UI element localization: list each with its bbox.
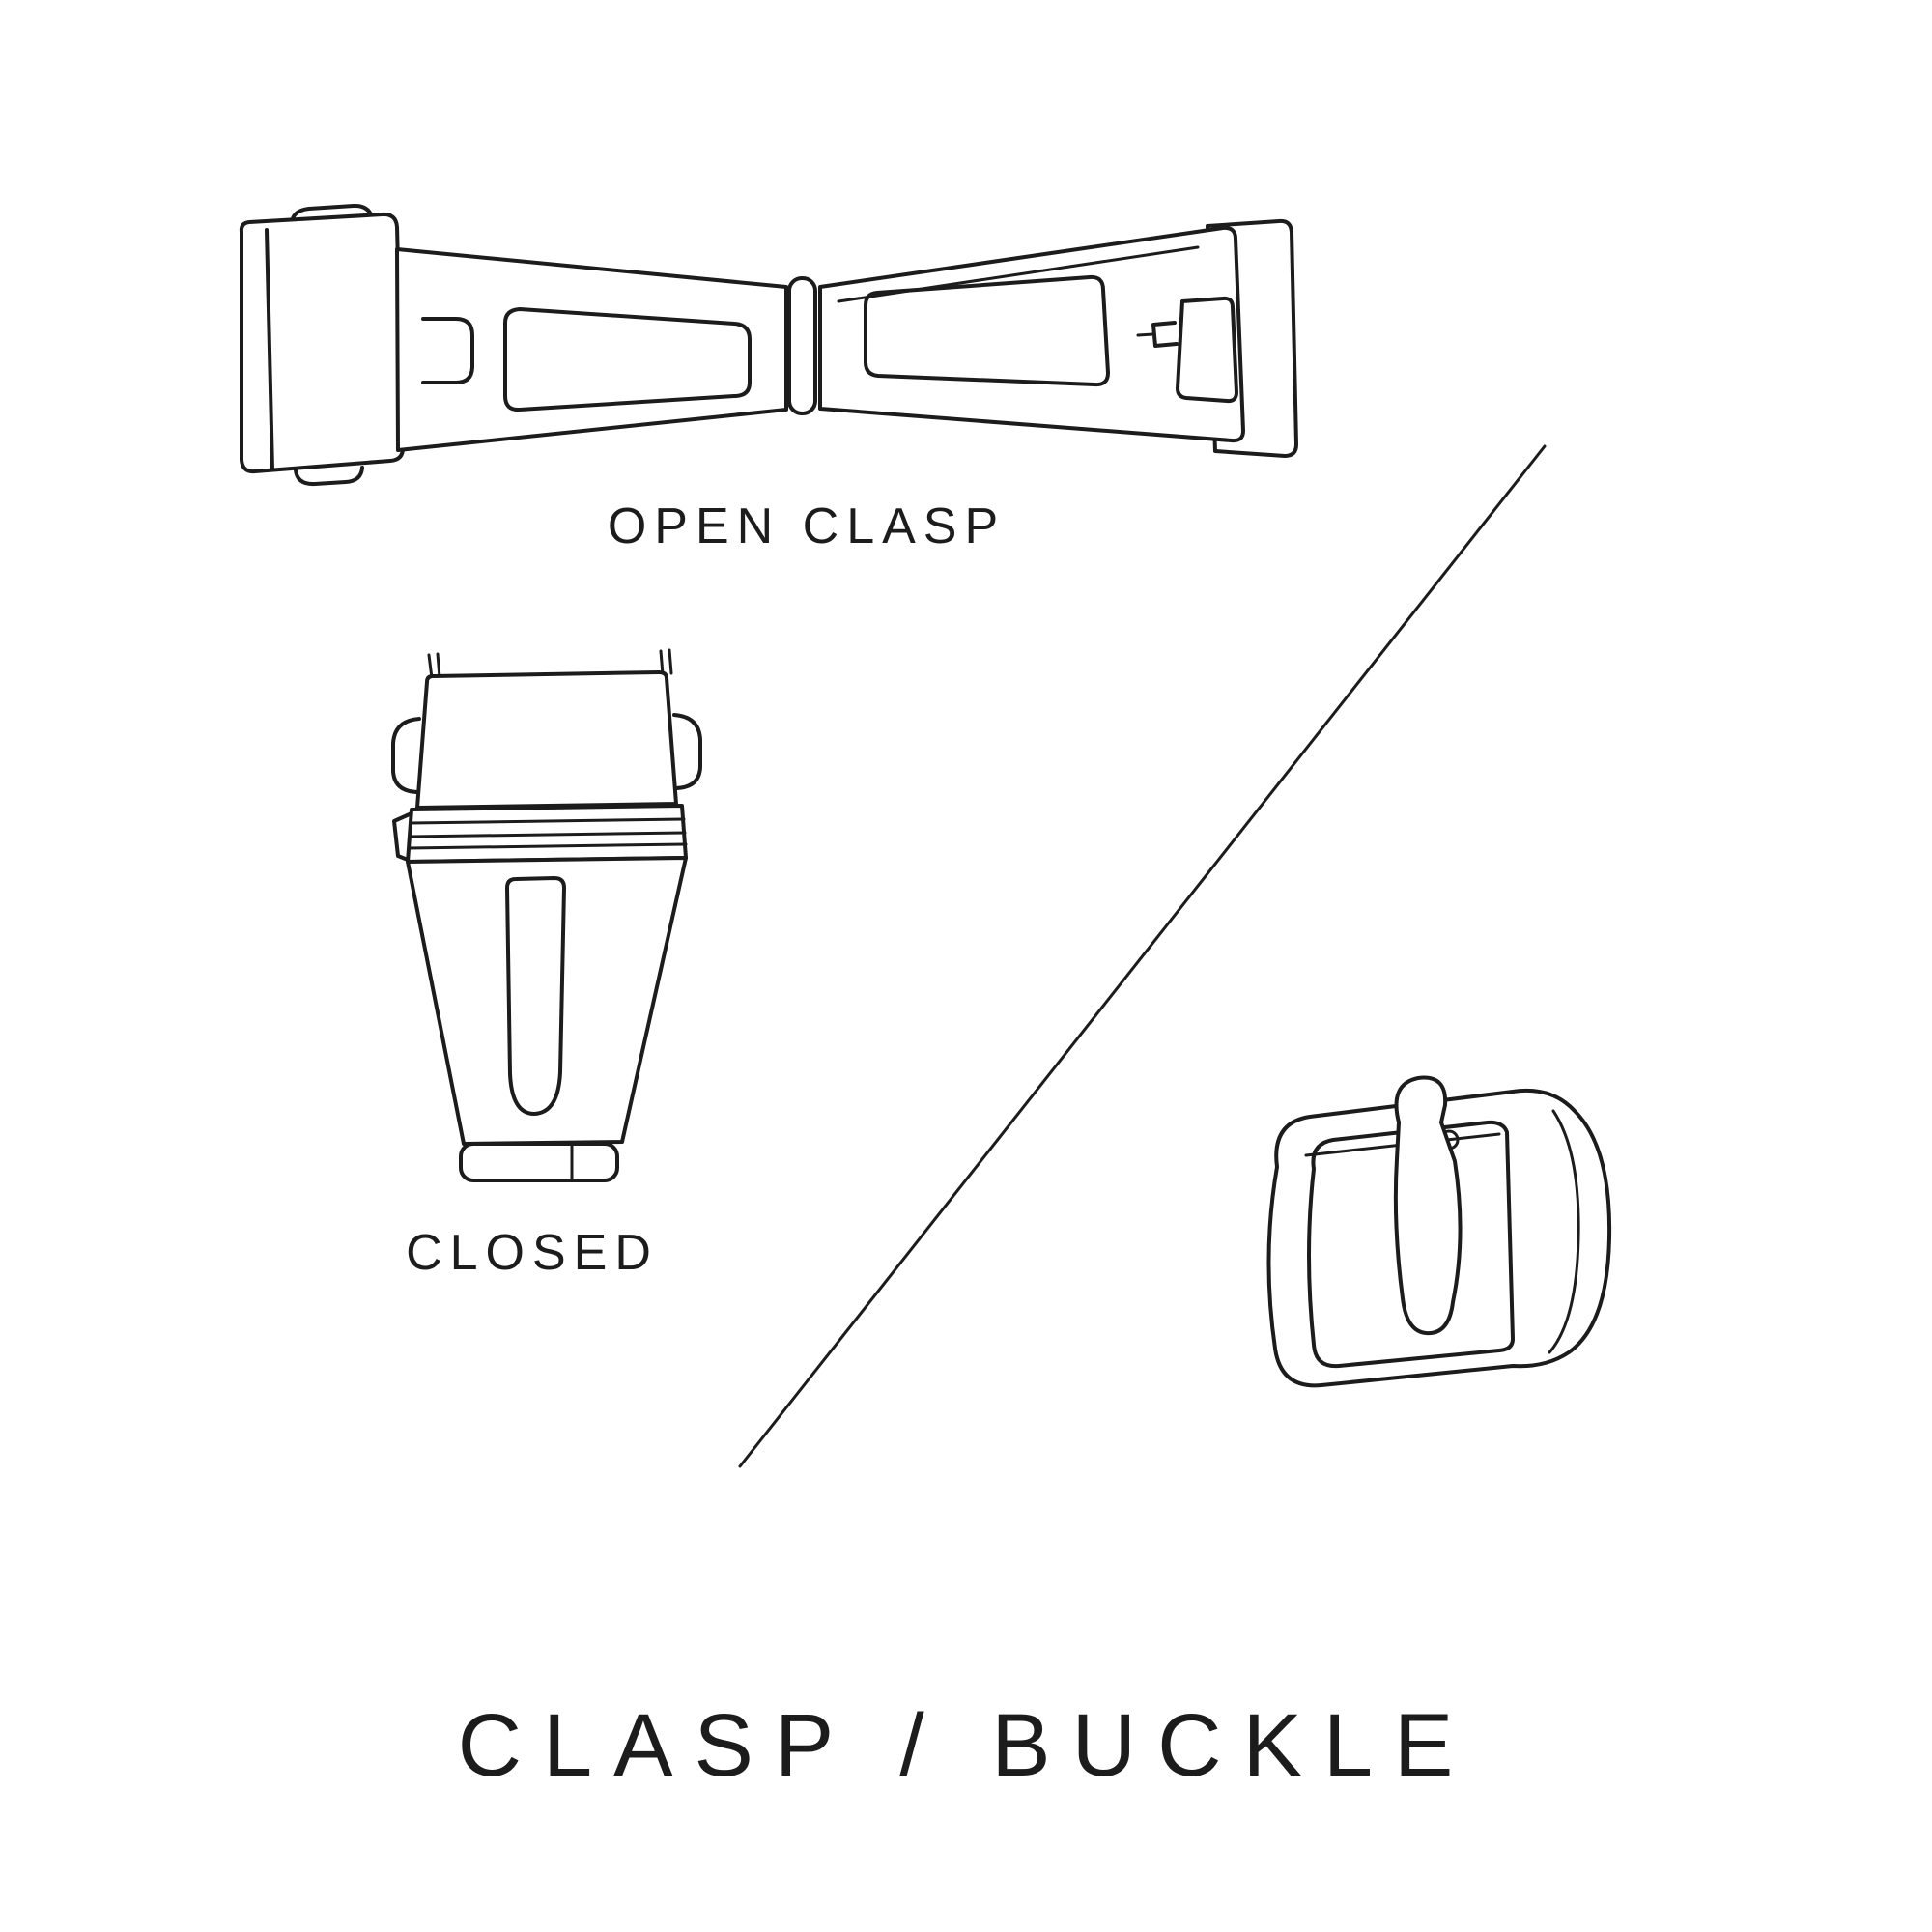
open-clasp-label: OPEN CLASP <box>608 498 1006 554</box>
closed-clasp-right-prong <box>659 648 673 676</box>
open-clasp-right-arm <box>818 225 1245 443</box>
page-title: CLASP / BUCKLE <box>458 1696 1475 1795</box>
divider-line <box>738 444 1547 1468</box>
closed-clasp-bottom-bar <box>459 1142 619 1182</box>
open-clasp-illustration-icon <box>239 203 1298 487</box>
open-clasp-catch <box>1176 296 1238 404</box>
closed-clasp-illustration-icon <box>391 648 702 1182</box>
closed-clasp-left-ear <box>391 717 421 794</box>
closed-label: CLOSED <box>406 1225 659 1281</box>
closed-clasp-slot <box>505 876 566 1116</box>
buckle-prong <box>1393 1075 1463 1336</box>
buckle-right-bar-inner-edge <box>1548 1109 1580 1354</box>
buckle-inner-opening <box>1307 1120 1515 1369</box>
closed-clasp-band-line-3 <box>407 842 688 850</box>
open-clasp-right-window <box>864 274 1110 387</box>
closed-clasp-left-prong <box>427 652 441 680</box>
open-clasp-left-window <box>503 307 752 412</box>
closed-clasp-band-line-2 <box>408 831 687 838</box>
closed-clasp-right-ear <box>672 713 702 790</box>
open-clasp-left-arm <box>395 247 788 452</box>
open-clasp-bottom-tab <box>294 466 364 487</box>
open-clasp-left-notch <box>421 317 474 384</box>
closed-clasp-top-box <box>415 670 678 810</box>
closed-clasp-band-line-1 <box>409 817 686 825</box>
open-clasp-hook-tick <box>1136 332 1155 337</box>
open-clasp-center-hinge <box>787 276 817 415</box>
closed-clasp-body <box>406 856 688 1146</box>
open-clasp-left-block-inner-line <box>265 228 274 471</box>
buckle-illustration-icon <box>1266 1075 1612 1388</box>
